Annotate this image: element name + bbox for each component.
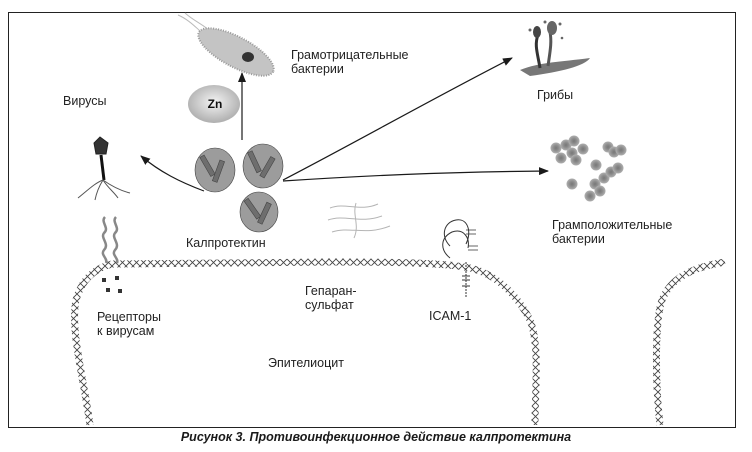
coccus-cell xyxy=(615,144,627,156)
zinc-ellipse xyxy=(188,85,240,123)
label-fungi: Грибы xyxy=(537,88,574,102)
label-heparan-sulfate: Гепаран- сульфат xyxy=(305,284,357,312)
coccus-cell xyxy=(566,178,578,190)
label-epithelial-cell: Эпителиоцит xyxy=(268,356,344,370)
coccus-cell xyxy=(612,162,624,174)
fungi-icon xyxy=(520,20,590,76)
coccus-cell xyxy=(570,154,582,166)
heparan-sulfate-icon xyxy=(327,202,391,239)
label-viruses: Вирусы xyxy=(63,94,107,108)
coccus-cell xyxy=(590,159,602,171)
label-icam-1: ICAM-1 xyxy=(429,309,472,323)
gram-negative-bacterium-icon xyxy=(177,12,275,77)
coccus-cell xyxy=(555,152,567,164)
icam-1-icon xyxy=(442,219,478,298)
cell-membrane xyxy=(71,258,726,426)
virus-icon xyxy=(77,136,131,201)
gram-positive-bacteria-icon xyxy=(550,135,627,202)
label-gram-negative: Грамотрицательные бактерии xyxy=(291,48,409,76)
zinc-label: Zn xyxy=(207,97,223,111)
calprotectin-complex-icon xyxy=(194,143,284,233)
virus-receptors-icon xyxy=(101,216,122,293)
coccus-cell xyxy=(584,190,596,202)
label-calprotectin: Калпротектин xyxy=(186,236,266,250)
figure-caption: Рисунок 3. Противоинфекционное действие … xyxy=(180,430,572,444)
arrow-to-gram-positive xyxy=(282,167,549,182)
label-virus-receptors: Рецепторы к вирусам xyxy=(97,310,161,338)
arrow-to-viruses xyxy=(140,155,205,192)
arrows xyxy=(140,57,549,192)
arrow-to-fungi xyxy=(282,57,513,181)
coccus-cell xyxy=(594,185,606,197)
coccus-cell xyxy=(550,142,562,154)
label-gram-positive: Грамположительные бактерии xyxy=(552,218,673,246)
figure-frame xyxy=(8,12,736,428)
coccus-cell xyxy=(577,143,589,155)
coccus-cell xyxy=(568,135,580,147)
